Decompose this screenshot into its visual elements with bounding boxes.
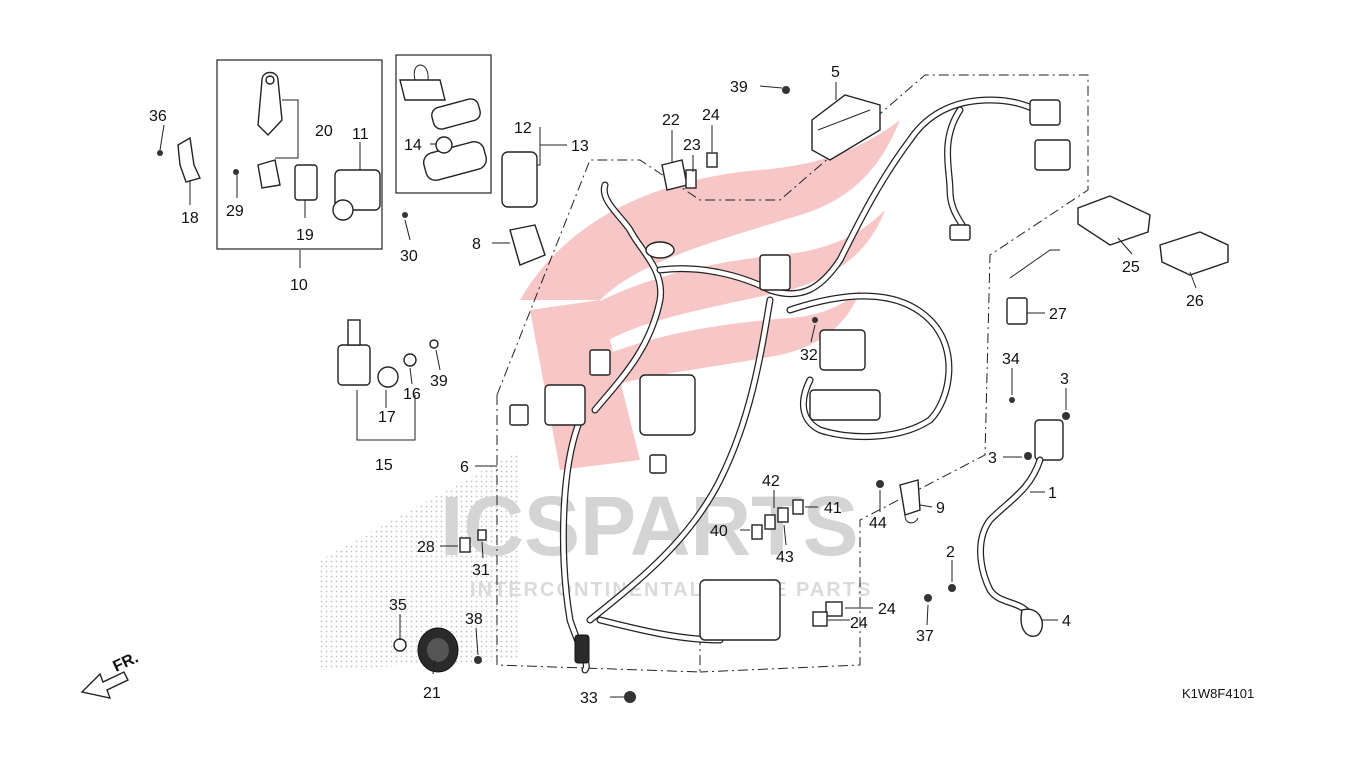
- callout-40: 40: [710, 523, 728, 540]
- callout-35: 35: [389, 597, 407, 614]
- plug-cap-icon: [1020, 608, 1043, 637]
- bolt-icon: [157, 86, 1070, 703]
- callout-2: 2: [946, 544, 955, 561]
- horn-icon: [393, 627, 459, 673]
- callout-17: 17: [378, 409, 396, 426]
- main-wire-harness-icon: [509, 96, 1071, 674]
- callout-1: 1: [1048, 485, 1057, 502]
- callouts: 1 2 3 3 4 5 6 8 9 10 11 12 13 14 15 16 1…: [149, 64, 1204, 707]
- callout-24b: 24: [878, 601, 896, 618]
- clip-icon: [459, 529, 487, 553]
- callout-37: 37: [916, 628, 934, 645]
- callout-39a: 39: [730, 79, 748, 96]
- callout-4: 4: [1062, 613, 1071, 630]
- callout-42: 42: [762, 473, 780, 490]
- key-fob-icon: [399, 64, 488, 181]
- callout-5: 5: [831, 64, 840, 81]
- callout-6: 6: [460, 459, 469, 476]
- callout-43: 43: [776, 549, 794, 566]
- cover-icon: [1077, 195, 1229, 276]
- callout-32: 32: [800, 347, 818, 364]
- side-switch-icon: [1006, 297, 1028, 325]
- callout-3a: 3: [1060, 371, 1069, 388]
- front-label: FR.: [111, 649, 142, 675]
- bracket-icon: [257, 71, 283, 189]
- callout-13: 13: [571, 138, 589, 155]
- callout-34: 34: [1002, 351, 1020, 368]
- callout-9: 9: [936, 500, 945, 517]
- ignition-switch-icon: [332, 169, 381, 221]
- leader-lines: [159, 82, 1197, 698]
- callout-24c: 24: [850, 615, 868, 632]
- relay-icon: [812, 601, 843, 627]
- front-arrow-icon: FR.: [80, 649, 142, 699]
- callout-31: 31: [472, 562, 490, 579]
- callout-8: 8: [472, 236, 481, 253]
- callout-11: 11: [352, 126, 369, 143]
- callout-24a: 24: [702, 107, 720, 124]
- callout-44: 44: [869, 515, 887, 532]
- callout-38: 38: [465, 611, 483, 628]
- callout-36: 36: [149, 108, 167, 125]
- callout-33: 33: [580, 690, 598, 707]
- fuse-icon: [751, 499, 804, 540]
- ecu-icon: [509, 224, 546, 266]
- callout-29: 29: [226, 203, 244, 220]
- callout-12: 12: [514, 120, 532, 137]
- callout-41: 41: [824, 500, 842, 517]
- callout-15: 15: [375, 457, 393, 474]
- watermark-dot-field: [320, 450, 520, 670]
- control-unit-icon: [811, 94, 881, 161]
- callout-39b: 39: [430, 373, 448, 390]
- switch-icon: [294, 164, 318, 201]
- callout-22: 22: [662, 112, 680, 129]
- callout-26: 26: [1186, 293, 1204, 310]
- callout-27: 27: [1049, 306, 1067, 323]
- callout-19: 19: [296, 227, 314, 244]
- callout-30: 30: [400, 248, 418, 265]
- callout-21: 21: [423, 685, 441, 702]
- group-box-10: [216, 59, 383, 250]
- group-box-key: [395, 54, 492, 194]
- callout-3b: 3: [988, 450, 997, 467]
- watermark-brand: ICSPARTS: [440, 479, 858, 573]
- callout-18: 18: [181, 210, 199, 227]
- callout-10: 10: [290, 277, 308, 294]
- callout-14: 14: [404, 137, 422, 154]
- sensor-icon: [899, 479, 921, 524]
- ignition-coil-icon: [977, 419, 1064, 619]
- diagram-code: K1W8F4101: [1182, 686, 1254, 701]
- smart-key-body-icon: [501, 151, 538, 208]
- watermark: ICSPARTS INTERCONTINENTAL SPARE PARTS: [320, 120, 900, 670]
- mount-bracket-icon: [177, 136, 201, 183]
- callout-25: 25: [1122, 259, 1140, 276]
- assembly-outline: [496, 74, 1089, 673]
- callout-16: 16: [403, 386, 421, 403]
- callout-28: 28: [417, 539, 435, 556]
- small-sensor-icon: [661, 152, 718, 191]
- solenoid-icon: [337, 319, 439, 388]
- callout-23: 23: [683, 137, 701, 154]
- callout-20: 20: [315, 123, 333, 140]
- watermark-tagline: INTERCONTINENTAL SPARE PARTS: [470, 579, 872, 601]
